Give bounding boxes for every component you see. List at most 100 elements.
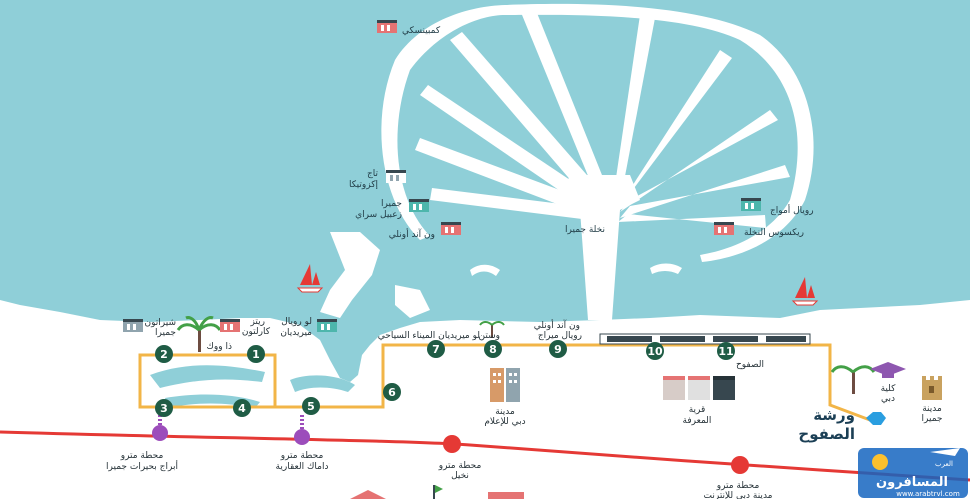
svg-text:العرب: العرب — [935, 460, 953, 468]
metro-label-internet-city-2: مدينة دبي للإنترنت — [704, 491, 773, 499]
label-the-walk: ذا ووك — [207, 342, 232, 352]
hotel-label-taj: تاج — [367, 169, 379, 179]
marina-water — [150, 365, 355, 408]
landmark-media-city-2: دبي للإعلام — [484, 417, 525, 427]
hotel-label-zabeel: جميرا — [381, 199, 402, 209]
palm-trunk-label: نخلة جميرا — [565, 225, 605, 235]
svg-text:8: 8 — [489, 343, 497, 356]
depot-title-2: الصفوح — [798, 425, 855, 443]
landmark-knowledge-village: قرية — [689, 405, 706, 415]
hotel-icon — [220, 319, 240, 332]
hotel-label-sheraton-2: جميرا — [155, 328, 176, 338]
tram-station-4[interactable]: 4 — [233, 399, 251, 417]
metro-label-nakheel: محطة مترو — [438, 461, 482, 471]
palm-tree-icon — [479, 321, 505, 338]
svg-text:المسافرون: المسافرون — [876, 475, 948, 490]
hotel-label-royal-amwaj: رويال أمواج — [770, 204, 814, 216]
building-icon — [490, 368, 520, 402]
metro-station-jlt[interactable] — [152, 425, 168, 441]
hotel-icon — [123, 319, 143, 332]
hotel-label-rixos: ريكسوس النخلة — [744, 228, 804, 238]
svg-text:7: 7 — [432, 343, 440, 356]
sailboat-icon — [296, 264, 324, 293]
hotel-icon — [386, 170, 406, 183]
svg-text:5: 5 — [307, 400, 315, 413]
tram-station-11[interactable]: 11 — [717, 342, 735, 360]
brand-logo: المسافرون العرب www.arabtrvl.com — [858, 448, 968, 498]
hotel-label-oneandonly-palm: ون آند أونلي — [389, 228, 435, 240]
metro-label-jlt: محطة مترو — [120, 451, 164, 461]
svg-text:11: 11 — [718, 345, 733, 358]
hotel-icon — [741, 198, 761, 211]
metro-label-damac-2: داماك العقارية — [276, 462, 329, 472]
palm-jumeirah — [381, 3, 814, 320]
tram-station-6[interactable]: 6 — [383, 383, 401, 401]
svg-text:3: 3 — [160, 402, 168, 415]
small-islands — [470, 263, 682, 276]
palm-tree-icon — [830, 365, 876, 394]
tram-station-5[interactable]: 5 — [302, 397, 320, 415]
tram-station-9[interactable]: 9 — [549, 340, 567, 358]
hotel-icon — [377, 20, 397, 33]
graduation-cap-icon — [870, 362, 906, 378]
marina-land — [320, 232, 430, 318]
tram-station-10[interactable]: 10 — [646, 342, 664, 360]
tram-station-8[interactable]: 8 — [484, 340, 502, 358]
station-label-7: لو ميريديان الميناء السياحي — [378, 331, 480, 341]
hotel-icon — [441, 222, 461, 235]
station-label-9-2: رويال ميراج — [538, 331, 582, 341]
landmark-dubai-college: كلية — [881, 384, 897, 394]
tram-train — [599, 333, 811, 345]
depot-title-1: ورشة — [813, 406, 855, 424]
hotel-icon — [350, 490, 386, 499]
hotel-icon — [317, 319, 337, 332]
tower-icon — [922, 376, 942, 400]
metro-red-line — [0, 430, 970, 482]
landmark-media-city: مدينة — [495, 407, 515, 417]
tram-station-3[interactable]: 3 — [155, 399, 173, 417]
hotel-label-ritz-2: كارلتون — [242, 327, 271, 337]
landmark-madinat: مدينة — [922, 404, 942, 414]
palm-tree-icon — [176, 316, 222, 352]
svg-text:1: 1 — [252, 348, 260, 361]
svg-text:6: 6 — [388, 386, 396, 399]
landmark-madinat-2: جميرا — [922, 414, 943, 424]
tram-station-2[interactable]: 2 — [155, 345, 173, 363]
metro-label-jlt-2: أبراج بحيرات جميرا — [106, 460, 178, 472]
hotel-label-lemeridien: لو رويال — [281, 317, 312, 327]
depot-hexagon[interactable] — [866, 412, 886, 425]
svg-text:10: 10 — [647, 345, 663, 358]
svg-text:4: 4 — [238, 402, 246, 415]
station-label-11: الصفوح — [736, 360, 764, 370]
svg-text:2: 2 — [160, 348, 168, 361]
tram-line — [138, 343, 871, 422]
metro-label-nakheel-2: نخيل — [451, 471, 469, 481]
hotel-label-ritz: ريتز — [249, 317, 265, 327]
landmark-knowledge-village-2: المعرفة — [683, 416, 712, 426]
sailboat-icon — [791, 277, 819, 306]
tram-station-7[interactable]: 7 — [427, 340, 445, 358]
metro-station-damac[interactable] — [294, 429, 310, 445]
landmark-dubai-college-2: دبي — [881, 394, 895, 404]
hotel-label-zabeel-2: زعبيل سراي — [355, 210, 402, 220]
svg-text:www.arabtrvl.com: www.arabtrvl.com — [896, 490, 960, 498]
tram-station-1[interactable]: 1 — [247, 345, 265, 363]
metro-label-internet-city: محطة مترو — [716, 481, 760, 491]
hotel-label-lemeridien-2: ميريديان — [280, 328, 312, 338]
metro-station-nakheel[interactable] — [443, 435, 461, 453]
hotel-icon — [409, 199, 429, 212]
hotel-icon — [714, 222, 734, 235]
sea — [0, 0, 970, 382]
metro-label-damac: محطة مترو — [280, 451, 324, 461]
hotel-icon — [488, 492, 524, 499]
flag-icon — [433, 485, 443, 499]
station-label-8: وستن — [479, 331, 500, 341]
hotel-label-kempinski: كمبينسكي — [402, 26, 441, 36]
metro-station-internet-city[interactable] — [731, 456, 749, 474]
station-label-9: ون آند أونلي — [534, 319, 580, 331]
hotel-label-sheraton: شيراتون — [145, 318, 177, 328]
hotel-label-taj-2: إكزوتيكا — [349, 180, 378, 190]
svg-text:9: 9 — [554, 343, 562, 356]
